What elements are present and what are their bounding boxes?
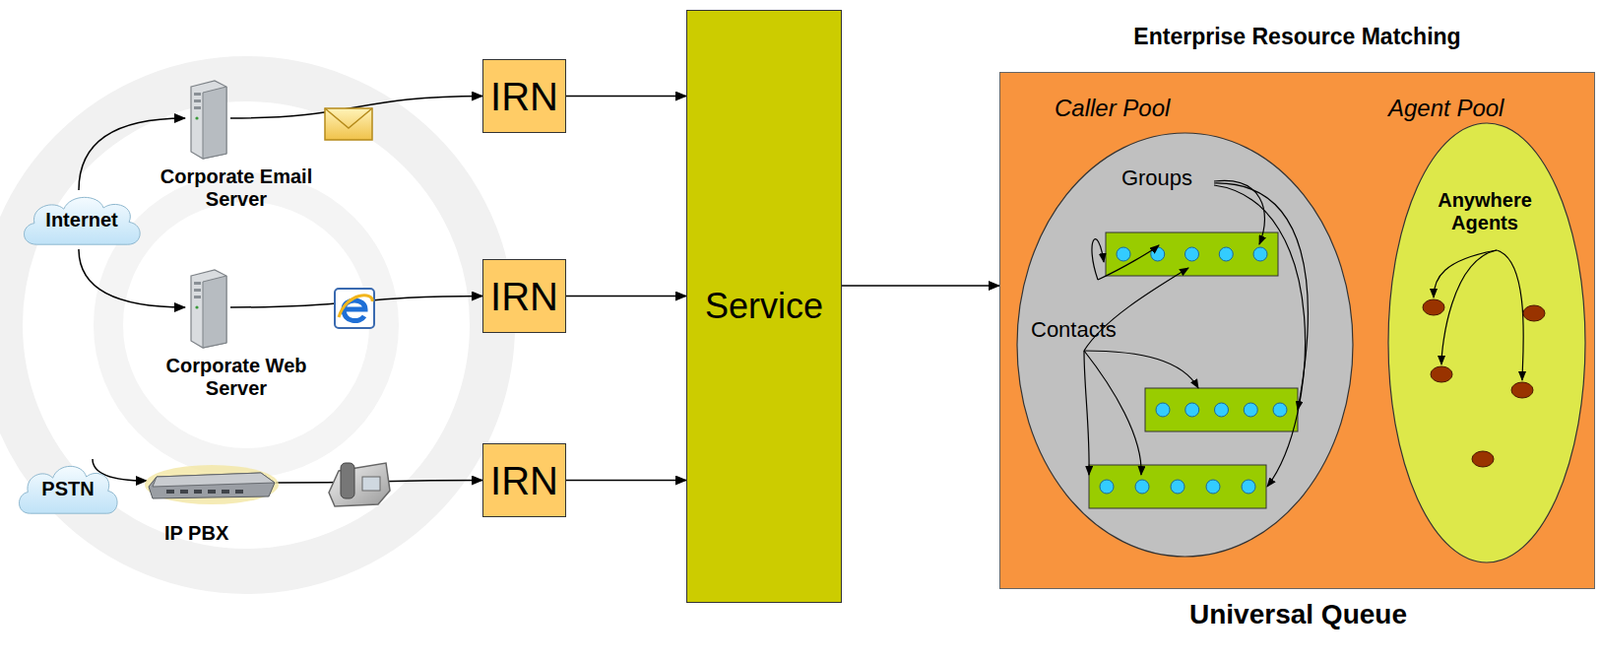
- contact-dot: [1253, 247, 1268, 261]
- connector-arrow: [566, 295, 687, 298]
- node-label: IRN: [483, 259, 566, 332]
- web-browser-icon: [334, 288, 375, 328]
- routing-arrow: [1214, 180, 1265, 245]
- connector-arrow: [841, 284, 1000, 287]
- agent-dot: [1422, 299, 1445, 316]
- node-label: IRN: [483, 444, 566, 516]
- irn-box: IRN: [482, 59, 567, 133]
- watermark-ring: [0, 78, 493, 572]
- connector-arrow: [566, 479, 687, 482]
- contact-dot: [1218, 247, 1233, 261]
- contact-dot: [1273, 402, 1287, 417]
- node-label: PSTN: [13, 458, 123, 518]
- contact-dot: [1116, 247, 1131, 261]
- connector-arrow: [566, 95, 687, 98]
- node-label: Groups: [1099, 165, 1215, 191]
- assign-arrow: [1441, 250, 1497, 365]
- pool-ellipse: [1386, 92, 1588, 564]
- service-bar: Service: [686, 9, 842, 603]
- node-label: Caller Pool: [1054, 94, 1252, 123]
- node-label: Anywhere Agents: [1415, 189, 1554, 235]
- contact-dot: [1155, 402, 1170, 417]
- queue-bar: [1145, 387, 1298, 432]
- phone-icon: [328, 462, 390, 507]
- contact-dot: [1099, 479, 1114, 494]
- routing-arrow: [1091, 239, 1104, 280]
- connector-arrow: [78, 249, 186, 308]
- node-label: IP PBX: [164, 521, 263, 545]
- irn-box: IRN: [482, 443, 567, 517]
- email-server: Corporate Email Server: [157, 78, 316, 227]
- node-label: Corporate Web Server: [157, 354, 316, 400]
- irn-box: IRN: [482, 258, 567, 333]
- node-label: Contacts: [1030, 317, 1150, 342]
- node-label: Service: [687, 10, 841, 602]
- ip-pbx-device: [142, 462, 281, 509]
- universal-queue-panel: Universal QueueCaller PoolGroupsContacts…: [999, 71, 1596, 589]
- assign-arrow: [1496, 250, 1524, 381]
- ip-pbx: IP PBX: [142, 462, 286, 562]
- server-icon: [185, 78, 231, 160]
- routing-arrow: [1097, 245, 1159, 280]
- contact-dot: [1135, 479, 1150, 494]
- internet-cloud: Internet: [17, 190, 146, 250]
- agent-dot: [1511, 382, 1534, 398]
- server-icon: [185, 267, 231, 349]
- node-label: Universal Queue: [1000, 598, 1597, 631]
- routing-arrow: [1214, 183, 1308, 410]
- watermark-ring: [108, 187, 384, 463]
- contact-dot: [1170, 479, 1185, 494]
- node-label: Internet: [17, 190, 146, 250]
- routing-arrow: [1214, 185, 1306, 487]
- node-label: IRN: [483, 60, 566, 132]
- contact-dot: [1243, 402, 1258, 417]
- agent-dot: [1523, 305, 1545, 321]
- routing-arrow: [1084, 350, 1199, 388]
- web-server: Corporate Web Server: [157, 267, 316, 411]
- node-label: Corporate Email Server: [157, 165, 316, 211]
- panel-title: Enterprise Resource Matching: [999, 23, 1596, 50]
- contact-dot: [1215, 402, 1229, 417]
- contact-dot: [1185, 402, 1200, 417]
- contact-dot: [1241, 479, 1256, 494]
- caller-pool: Caller PoolGroupsContacts: [1015, 92, 1355, 558]
- contact-dot: [1206, 479, 1220, 494]
- email-icon: [324, 108, 373, 140]
- queue-bar: [1105, 232, 1279, 276]
- node-label: Agent Pool: [1388, 94, 1586, 123]
- agent-dot: [1472, 450, 1494, 467]
- routing-arrow: [1084, 350, 1142, 475]
- routing-arrow: [1084, 350, 1089, 475]
- pstn-cloud: PSTN: [13, 458, 123, 518]
- agent-dot: [1430, 366, 1453, 383]
- queue-bar: [1088, 464, 1267, 509]
- contact-dot: [1185, 247, 1200, 261]
- agent-pool: Agent PoolAnywhere Agents: [1386, 92, 1588, 564]
